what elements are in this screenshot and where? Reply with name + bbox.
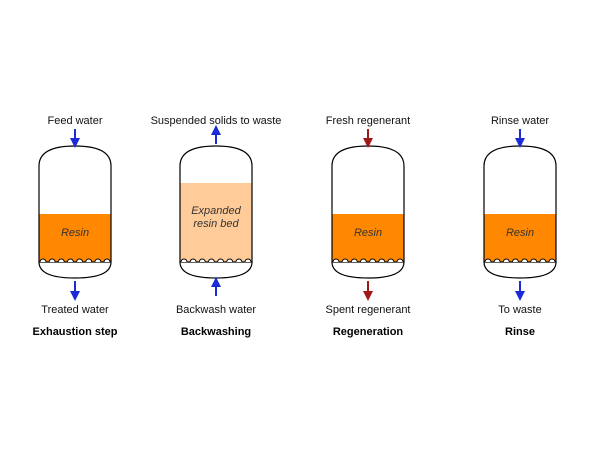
nozzle: [235, 258, 243, 263]
nozzle: [332, 258, 340, 263]
bottom-flow-label: Backwash water: [176, 304, 256, 316]
resin-label: Resin: [506, 227, 534, 239]
distributor-nozzles: [484, 258, 556, 263]
resin-bed: [484, 214, 556, 262]
step-name: Rinse: [505, 326, 535, 338]
resin-bed: [39, 214, 111, 262]
distributor-nozzles: [39, 258, 111, 263]
step-name: Exhaustion step: [33, 326, 118, 338]
nozzle: [341, 258, 349, 263]
nozzle: [180, 258, 188, 263]
nozzle: [76, 258, 84, 263]
nozzle: [539, 258, 547, 263]
nozzle: [66, 258, 74, 263]
top-flow-label: Suspended solids to waste: [151, 115, 282, 127]
step-name: Backwashing: [181, 326, 251, 338]
nozzle: [48, 258, 56, 263]
step-name: Regeneration: [333, 326, 404, 338]
nozzle: [94, 258, 102, 263]
nozzle: [530, 258, 538, 263]
nozzle: [189, 258, 197, 263]
bottom-flow-label: Treated water: [41, 304, 109, 316]
nozzle: [359, 258, 367, 263]
nozzle: [244, 258, 252, 263]
resin-label: Resin: [61, 227, 89, 239]
nozzle: [493, 258, 501, 263]
bottom-flow-label: To waste: [498, 304, 541, 316]
nozzle: [521, 258, 529, 263]
nozzle: [387, 258, 395, 263]
nozzle: [502, 258, 510, 263]
top-flow-label: Feed water: [47, 115, 102, 127]
distributor-nozzles: [180, 258, 252, 263]
nozzle: [548, 258, 556, 263]
nozzle: [207, 258, 215, 263]
distributor-nozzles: [332, 258, 404, 263]
bottom-flow-label: Spent regenerant: [325, 304, 410, 316]
nozzle: [198, 258, 206, 263]
nozzle: [57, 258, 65, 263]
resin-label: Resin: [354, 227, 382, 239]
nozzle: [39, 258, 47, 263]
top-flow-label: Rinse water: [491, 115, 549, 127]
nozzle: [369, 258, 377, 263]
nozzle: [396, 258, 404, 263]
nozzle: [103, 258, 111, 263]
nozzle: [511, 258, 519, 263]
expanded-resin-bed: [180, 183, 252, 262]
nozzle: [85, 258, 93, 263]
nozzle: [378, 258, 386, 263]
nozzle: [217, 258, 225, 263]
nozzle: [484, 258, 492, 263]
nozzle: [350, 258, 358, 263]
top-flow-label: Fresh regenerant: [326, 115, 410, 127]
resin-bed: [332, 214, 404, 262]
nozzle: [226, 258, 234, 263]
